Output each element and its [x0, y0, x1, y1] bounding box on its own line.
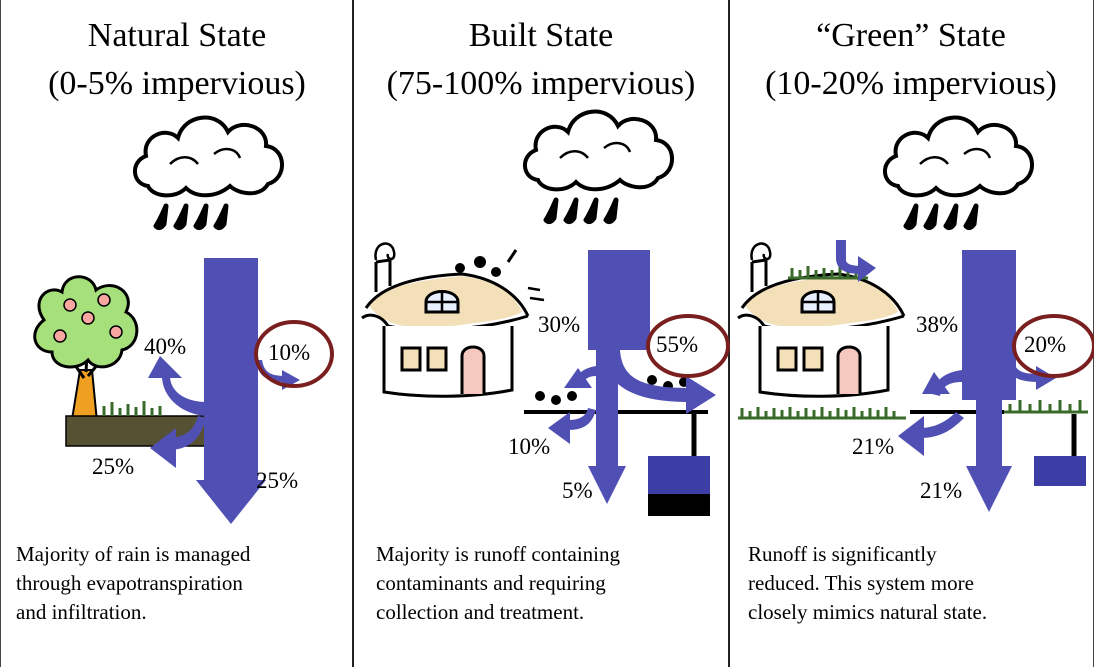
rain-cloud-icon — [885, 118, 1032, 228]
panel-built-state: Built State (75-100% impervious) Majorit… — [354, 0, 728, 667]
treatment-tank — [648, 456, 710, 516]
rain-cloud-icon — [525, 112, 672, 222]
panel-title: Built State — [468, 17, 614, 54]
house-icon — [360, 242, 530, 398]
shallow-infiltration-percent: 21% — [852, 434, 894, 459]
rain-cloud-icon — [135, 118, 282, 228]
deep-infiltration-percent: 5% — [562, 478, 593, 503]
green-roof-grass — [738, 266, 1088, 420]
tree-icon — [33, 275, 139, 433]
panel-description: Runoff is significantly reduced. This sy… — [748, 542, 988, 624]
shallow-infiltration-percent: 25% — [92, 454, 134, 479]
evapotranspiration-percent: 38% — [916, 312, 958, 337]
panel-green-state: “Green” State (10-20% impervious) Runoff… — [730, 0, 1092, 667]
runoff-percent: 10% — [268, 340, 310, 365]
panel-divider-1 — [352, 0, 354, 667]
deep-infiltration-percent: 25% — [256, 468, 298, 493]
panel-subtitle: (10-20% impervious) — [765, 65, 1057, 102]
shallow-infiltration-percent: 10% — [508, 434, 550, 459]
panel-natural-state: Natural State (0-5% impervious) Majority… — [2, 0, 352, 667]
panel-subtitle: (0-5% impervious) — [48, 65, 306, 102]
house-icon — [736, 242, 906, 398]
panel-subtitle: (75-100% impervious) — [386, 65, 696, 102]
water-flow-arrows — [836, 240, 1056, 512]
evapotranspiration-percent: 40% — [144, 334, 186, 359]
treatment-tank — [1034, 456, 1086, 486]
panel-title: Natural State — [87, 17, 267, 54]
panel-description: Majority of rain is managed through evap… — [16, 542, 251, 624]
deep-infiltration-percent: 21% — [920, 478, 962, 503]
runoff-percent: 20% — [1024, 332, 1066, 357]
panel-title: “Green” State — [816, 17, 1006, 54]
panel-description: Majority is runoff containing contaminan… — [376, 542, 620, 624]
evapotranspiration-percent: 30% — [538, 312, 580, 337]
grass — [102, 401, 162, 416]
runoff-percent: 55% — [656, 332, 698, 357]
water-flow-arrows — [148, 258, 300, 524]
panel-divider-2 — [728, 0, 730, 667]
runoff-highlight-circle — [646, 314, 730, 378]
water-flow-arrows — [548, 250, 716, 504]
runoff-highlight-circle — [1012, 314, 1094, 378]
runoff-highlight-circle — [254, 320, 334, 388]
